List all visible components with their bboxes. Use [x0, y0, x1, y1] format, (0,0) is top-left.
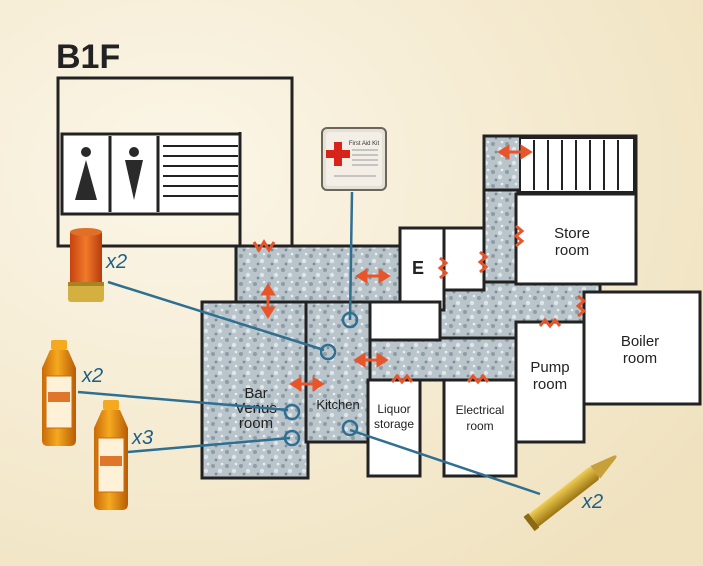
zigzag-door-icon [477, 250, 489, 274]
closet-room [368, 300, 442, 342]
liquor-storage-label: Liquor [377, 402, 410, 416]
floor-label: B1F [56, 38, 120, 76]
elevator-label: E [412, 258, 424, 278]
item-location-marker [341, 419, 359, 437]
electrical-room-label: Electrical [456, 403, 505, 417]
bottle-one-count: x2 [81, 365, 103, 387]
shotgun-shells-icon [68, 228, 104, 302]
first-aid-kit-icon: First Aid Kit [321, 127, 387, 191]
zigzag-door-icon [538, 317, 562, 329]
rooms [200, 192, 702, 480]
small-side-room [442, 226, 486, 292]
item-lines [77, 191, 541, 496]
stairs-upper-right [519, 137, 635, 193]
zigzag-door-icon [252, 239, 276, 253]
bottle-icon [94, 400, 128, 510]
item-location-marker [341, 311, 359, 329]
locked-door-markers [252, 224, 587, 385]
item-location-markers [283, 311, 359, 447]
door-markers [260, 144, 533, 392]
rifle-bullet-count: x2 [581, 491, 603, 513]
door-double-arrow-icon [260, 283, 276, 319]
restroom-icons [75, 147, 143, 200]
elevator-room [398, 226, 446, 312]
stairs-upper-left [163, 145, 238, 197]
item-location-marker [319, 343, 337, 361]
rifle-bullet-icon [523, 455, 617, 532]
boiler-room [582, 290, 702, 406]
boiler-room-label: Boiler [621, 333, 659, 350]
door-double-arrow-icon [353, 352, 389, 368]
store-room-label: Store [554, 225, 590, 242]
zigzag-door-icon [575, 294, 587, 318]
item-location-marker [283, 429, 301, 447]
zigzag-door-icon [513, 224, 525, 248]
door-double-arrow-icon [497, 144, 533, 160]
bar-venus-room [200, 300, 310, 480]
shotgun-shells-count: x2 [105, 251, 127, 273]
item-location-marker [283, 403, 301, 421]
liquor-storage-label-2: storage [374, 417, 414, 431]
pump-room [514, 320, 586, 444]
pump-room-label: Pump [530, 359, 569, 376]
boiler-room-label-2: room [623, 350, 657, 367]
kitchen-label: Kitchen [316, 397, 359, 412]
store-room-label-2: room [555, 242, 589, 259]
first-aid-kit-label: First Aid Kit [349, 141, 380, 147]
pump-room-label-2: room [533, 376, 567, 393]
male-restroom-icon [125, 147, 143, 200]
liquor-storage [366, 378, 422, 478]
kitchen [304, 300, 372, 444]
bar-room-label: Bar [244, 385, 267, 402]
electrical-room [442, 378, 518, 478]
zigzag-door-icon [437, 256, 449, 280]
zigzag-door-icon [390, 373, 414, 385]
store-room [514, 192, 638, 286]
door-double-arrow-icon [289, 376, 325, 392]
bottle-two-count: x3 [131, 427, 153, 449]
zigzag-door-icon [466, 373, 490, 385]
electrical-room-label-2: room [466, 419, 493, 433]
bar-room-label-3: room [239, 415, 273, 432]
bottle-icon [42, 340, 76, 446]
door-double-arrow-icon [355, 268, 391, 284]
female-restroom-icon [75, 147, 97, 200]
